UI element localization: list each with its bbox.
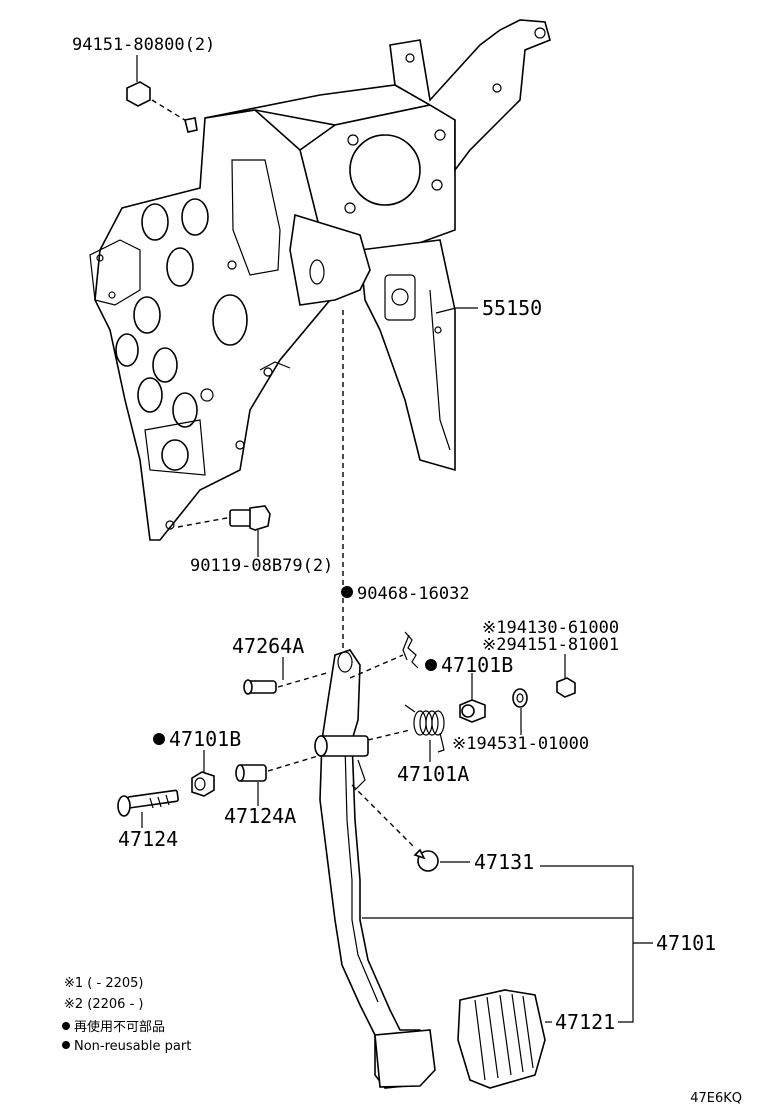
- label-nut-top: 94151-80800(2): [72, 35, 216, 55]
- bolt-90119-08B79: [177, 505, 271, 557]
- leader-47101: [362, 865, 653, 1023]
- label-washer: ※194531-01000: [452, 734, 590, 754]
- label-pedal-assy: 47101: [656, 931, 717, 955]
- label-collar: 47124A: [224, 804, 297, 828]
- label-alt-nut-2: ※294151-81001: [482, 635, 620, 655]
- nut-94151-80800: [126, 55, 198, 133]
- non-reusable-marker-icon: [62, 1041, 70, 1049]
- legend-note-1: ※1 ( - 2205): [64, 976, 144, 991]
- non-reusable-marker-icon: [153, 733, 165, 745]
- non-reusable-marker-icon: [425, 659, 437, 671]
- label-bolt-pivot: 47124: [118, 827, 179, 851]
- label-clip-text: 90468-16032: [357, 584, 470, 604]
- label-alt-nut-1: ※194130-61000: [482, 618, 620, 638]
- brake-pedal-47101: [314, 649, 436, 1089]
- nut-94130-61000: [556, 654, 576, 698]
- label-bushing-left-text: 47101B: [169, 727, 242, 751]
- pad-47121: [457, 989, 552, 1089]
- pin-47264A: [243, 657, 331, 695]
- label-stopper: 47131: [474, 850, 535, 874]
- bushing-47101B-right: [459, 673, 486, 723]
- label-bushing-right-text: 47101B: [441, 653, 514, 677]
- bushing-47101B-left: [191, 750, 215, 797]
- label-pad: 47121: [555, 1010, 616, 1034]
- label-bushing-left: 47101B: [153, 729, 241, 749]
- washer-94531-01000: [512, 688, 528, 735]
- diagram-code: 47E6KQ: [690, 1091, 742, 1106]
- label-bracket: 55150: [482, 296, 543, 320]
- label-clip: 90468-16032: [341, 586, 470, 603]
- legend-note-2: ※2 (2206 - ): [64, 997, 144, 1012]
- spring-47101A: [367, 704, 445, 762]
- stopper-47131: [351, 784, 470, 872]
- legend-jp: 再使用不可部品: [62, 1021, 165, 1034]
- legend-en: Non-reusable part: [62, 1040, 191, 1053]
- clip-90468-16032: [349, 631, 419, 679]
- label-pin: 47264A: [232, 634, 305, 658]
- pedal-bracket-55150: [89, 19, 551, 541]
- non-reusable-marker-icon: [341, 586, 353, 598]
- label-bushing-right: 47101B: [425, 655, 513, 675]
- collar-47124A: [235, 755, 319, 806]
- non-reusable-marker-icon: [62, 1022, 70, 1030]
- legend-en-text: Non-reusable part: [74, 1039, 192, 1054]
- label-bolt: 90119-08B79(2): [190, 556, 334, 576]
- label-spring: 47101A: [397, 762, 470, 786]
- leader-55150: [435, 307, 478, 314]
- bolt-47124: [117, 789, 179, 828]
- legend-jp-text: 再使用不可部品: [74, 1020, 166, 1035]
